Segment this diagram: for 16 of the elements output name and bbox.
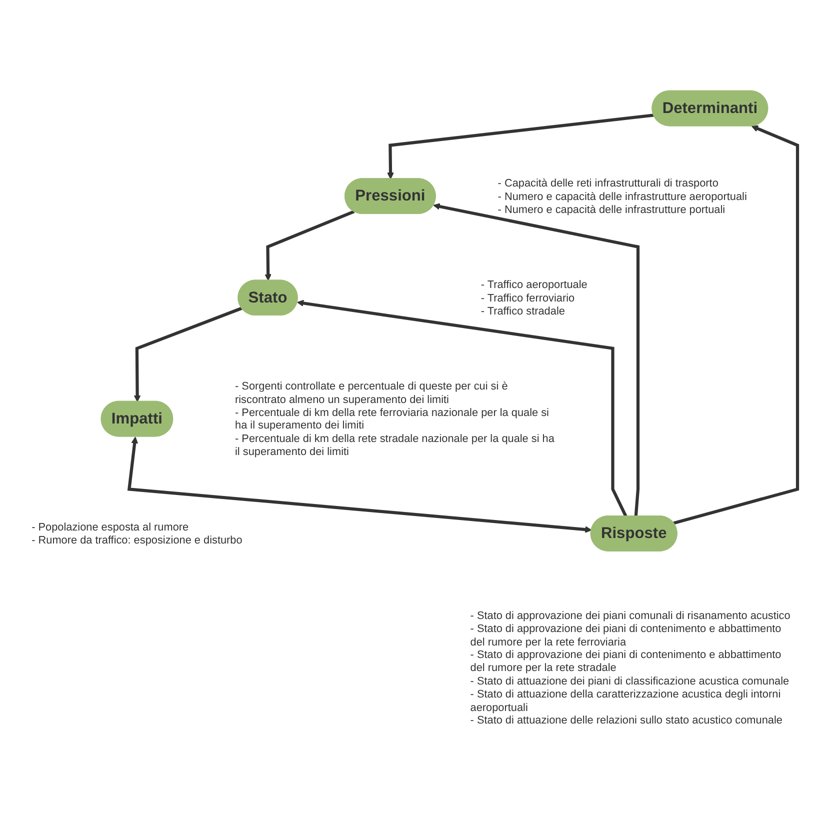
indicator-list: - Stato di approvazione dei piani comunali di risanamento acustico - Stato di approvazione dei piani di contenimento e abbattimento del rumore per la rete ferroviaria - Stato di approvazione dei piani di contenimento e abbattimento del rumore per la rete stradale - Stato di attuazione dei piani di classificazione acustica comunale - Stato di attuazione della caratterizzazione acustica degli intorni aeroportuali - Stato di attuazione delle relazioni sullo stato acustico comunale — [470, 608, 790, 726]
ellipse-node: Impatti — [100, 400, 174, 437]
ellipse-node: Stato — [238, 280, 298, 316]
node-label: - Stato di attuazione della caratterizzazione acustica degli intorni aeroportuali — [470, 687, 781, 713]
node-label: - Stato di approvazione dei piani comunali di risanamento acustico — [470, 608, 790, 622]
node-label: - Stato di attuazione delle relazioni sullo stato acustico comunale — [470, 713, 782, 726]
indicator-list: - Traffico aeroportuale - Traffico ferroviario - Traffico stradale — [480, 278, 588, 317]
indicator-list: - Popolazione esposta al rumore - Rumore da traffico: esposizione e disturbo — [32, 520, 242, 546]
node-label: - Stato di approvazione dei piani di contenimento e abbattimento del rumore per la rete ferroviaria — [470, 622, 782, 648]
indicator-list: - Sorgenti controllate e percentuale di queste per cui si è riscontrato almeno un superamento dei limiti - Percentuale di km della rete ferroviaria nazionale per la quale si ha il superamento dei limiti - Percentuale di km della rete stradale nazionale per la quale si ha il superamento dei limiti — [235, 380, 554, 458]
node-label: - Stato di approvazione dei piani di contenimento e abbattimento del rumore per la rete stradale — [470, 648, 782, 674]
node-label: - Stato di attuazione dei piani di classificazione acustica comunale — [470, 674, 790, 687]
ellipse-node: Pressioni — [344, 178, 436, 214]
ellipse-node: Determinanti — [652, 90, 768, 126]
ellipse-node: Risposte — [590, 516, 678, 552]
indicator-list: - Capacità delle reti infrastrutturali di trasporto - Numero e capacità delle infrastrutture aeroportuali - Numero e capacità delle infrastrutture portuali — [498, 176, 747, 216]
